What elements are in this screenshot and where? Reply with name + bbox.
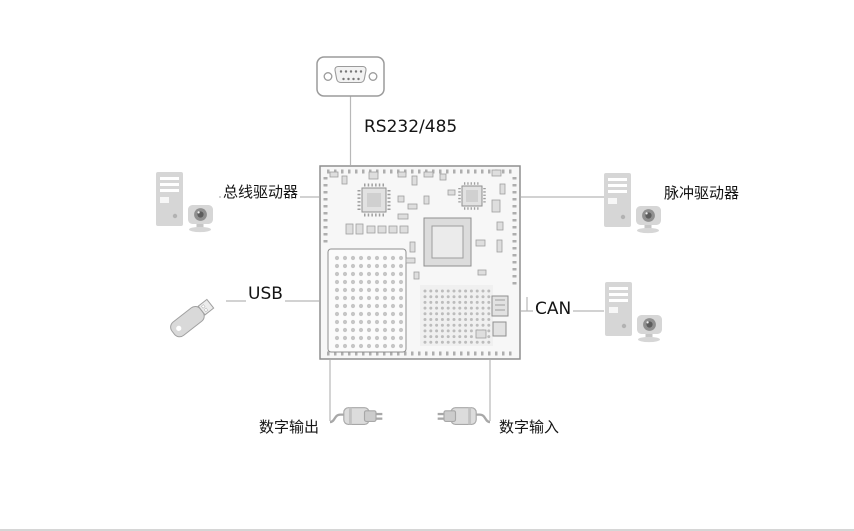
qfp-chip-1 (357, 183, 391, 217)
usb-flash-drive-icon (170, 298, 215, 338)
label-pulse-driver: 脉冲驱动器 (662, 184, 742, 203)
bus-driver-computer-icon (156, 172, 213, 232)
label-can: CAN (533, 299, 574, 321)
db9-pins (339, 70, 363, 81)
right-edge-connectors (491, 295, 509, 337)
db9-serial-connector-icon (316, 56, 385, 97)
qfp-chip-2 (458, 182, 486, 210)
label-digital-input: 数字输入 (497, 418, 562, 437)
smd-components (329, 169, 506, 339)
label-usb: USB (246, 284, 285, 306)
pulse-driver-computer-icon (604, 173, 661, 233)
main-processor-chip (423, 217, 472, 267)
board-edge-pads (323, 169, 517, 356)
can-computer-icon (605, 282, 662, 342)
label-digital-output: 数字输出 (257, 418, 322, 437)
label-bus-driver: 总线驱动器 (221, 183, 301, 202)
digital-input-connector-icon (436, 406, 492, 426)
digital-output-connector-icon (328, 406, 384, 426)
circuit-board (319, 165, 521, 360)
prototyping-dot-grid (327, 248, 407, 353)
label-rs232-485: RS232/485 (362, 117, 460, 139)
bottom-edge-divider (0, 529, 854, 531)
